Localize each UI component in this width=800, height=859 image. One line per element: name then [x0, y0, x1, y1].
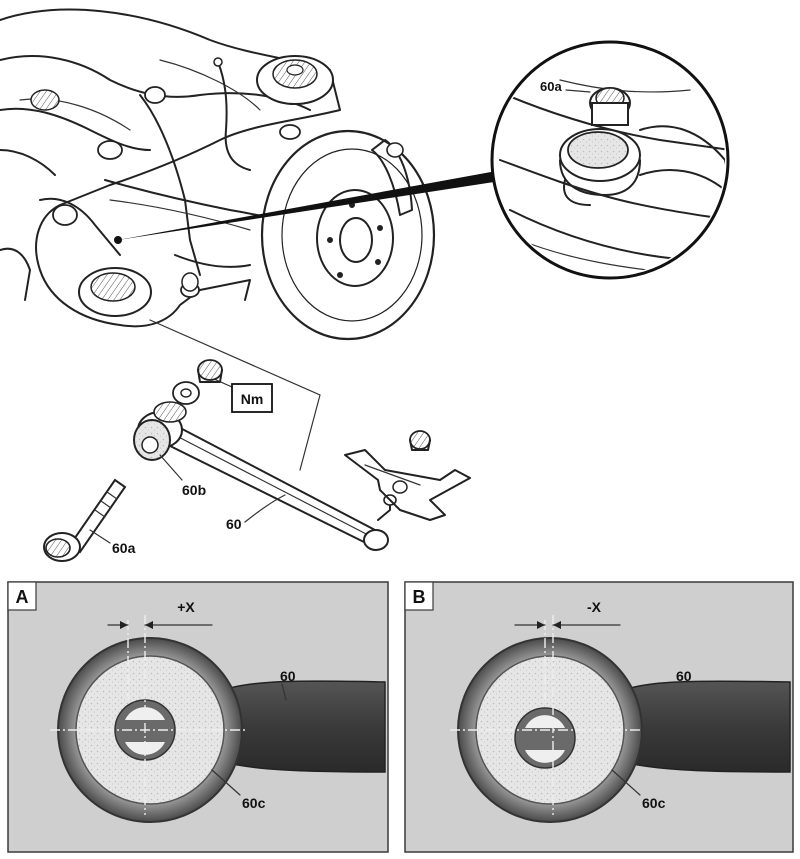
brake-disc	[260, 129, 436, 341]
panel-b-offset: -X	[587, 599, 602, 615]
detail-leader	[118, 170, 502, 240]
bolt-60a-label: 60a	[112, 540, 136, 556]
detail-bolt-label: 60a	[540, 79, 562, 94]
panel-a-title: A	[16, 587, 29, 607]
nut	[197, 359, 223, 383]
torque-spec-box: Nm	[231, 383, 273, 413]
bracket-nut	[409, 430, 431, 451]
bolt-60a	[43, 478, 127, 562]
panel-a-bushing-label: 60c	[242, 795, 266, 811]
bushing-60b-label: 60b	[182, 482, 206, 498]
suspension-assembly-illustration	[0, 8, 436, 341]
panel-b-arm-label: 60	[676, 668, 692, 684]
panel-b-bushing-label: 60c	[642, 795, 666, 811]
torque-label: Nm	[241, 391, 264, 407]
control-arm-60	[133, 401, 397, 551]
upper-mount-right	[256, 55, 334, 105]
mounting-bracket	[344, 449, 471, 521]
arm-60-label: 60	[226, 516, 242, 532]
panel-a: A +X 60 60c	[7, 581, 389, 853]
lower-mount-left	[78, 267, 152, 317]
detail-magnifier: 60a	[490, 40, 730, 280]
panel-a-arm-label: 60	[280, 668, 296, 684]
washer	[172, 381, 200, 405]
panel-a-offset: +X	[177, 599, 195, 615]
exploded-view: Nm	[43, 319, 471, 562]
panel-b-title: B	[413, 587, 426, 607]
panel-b: B -X 60 60c	[404, 581, 794, 853]
